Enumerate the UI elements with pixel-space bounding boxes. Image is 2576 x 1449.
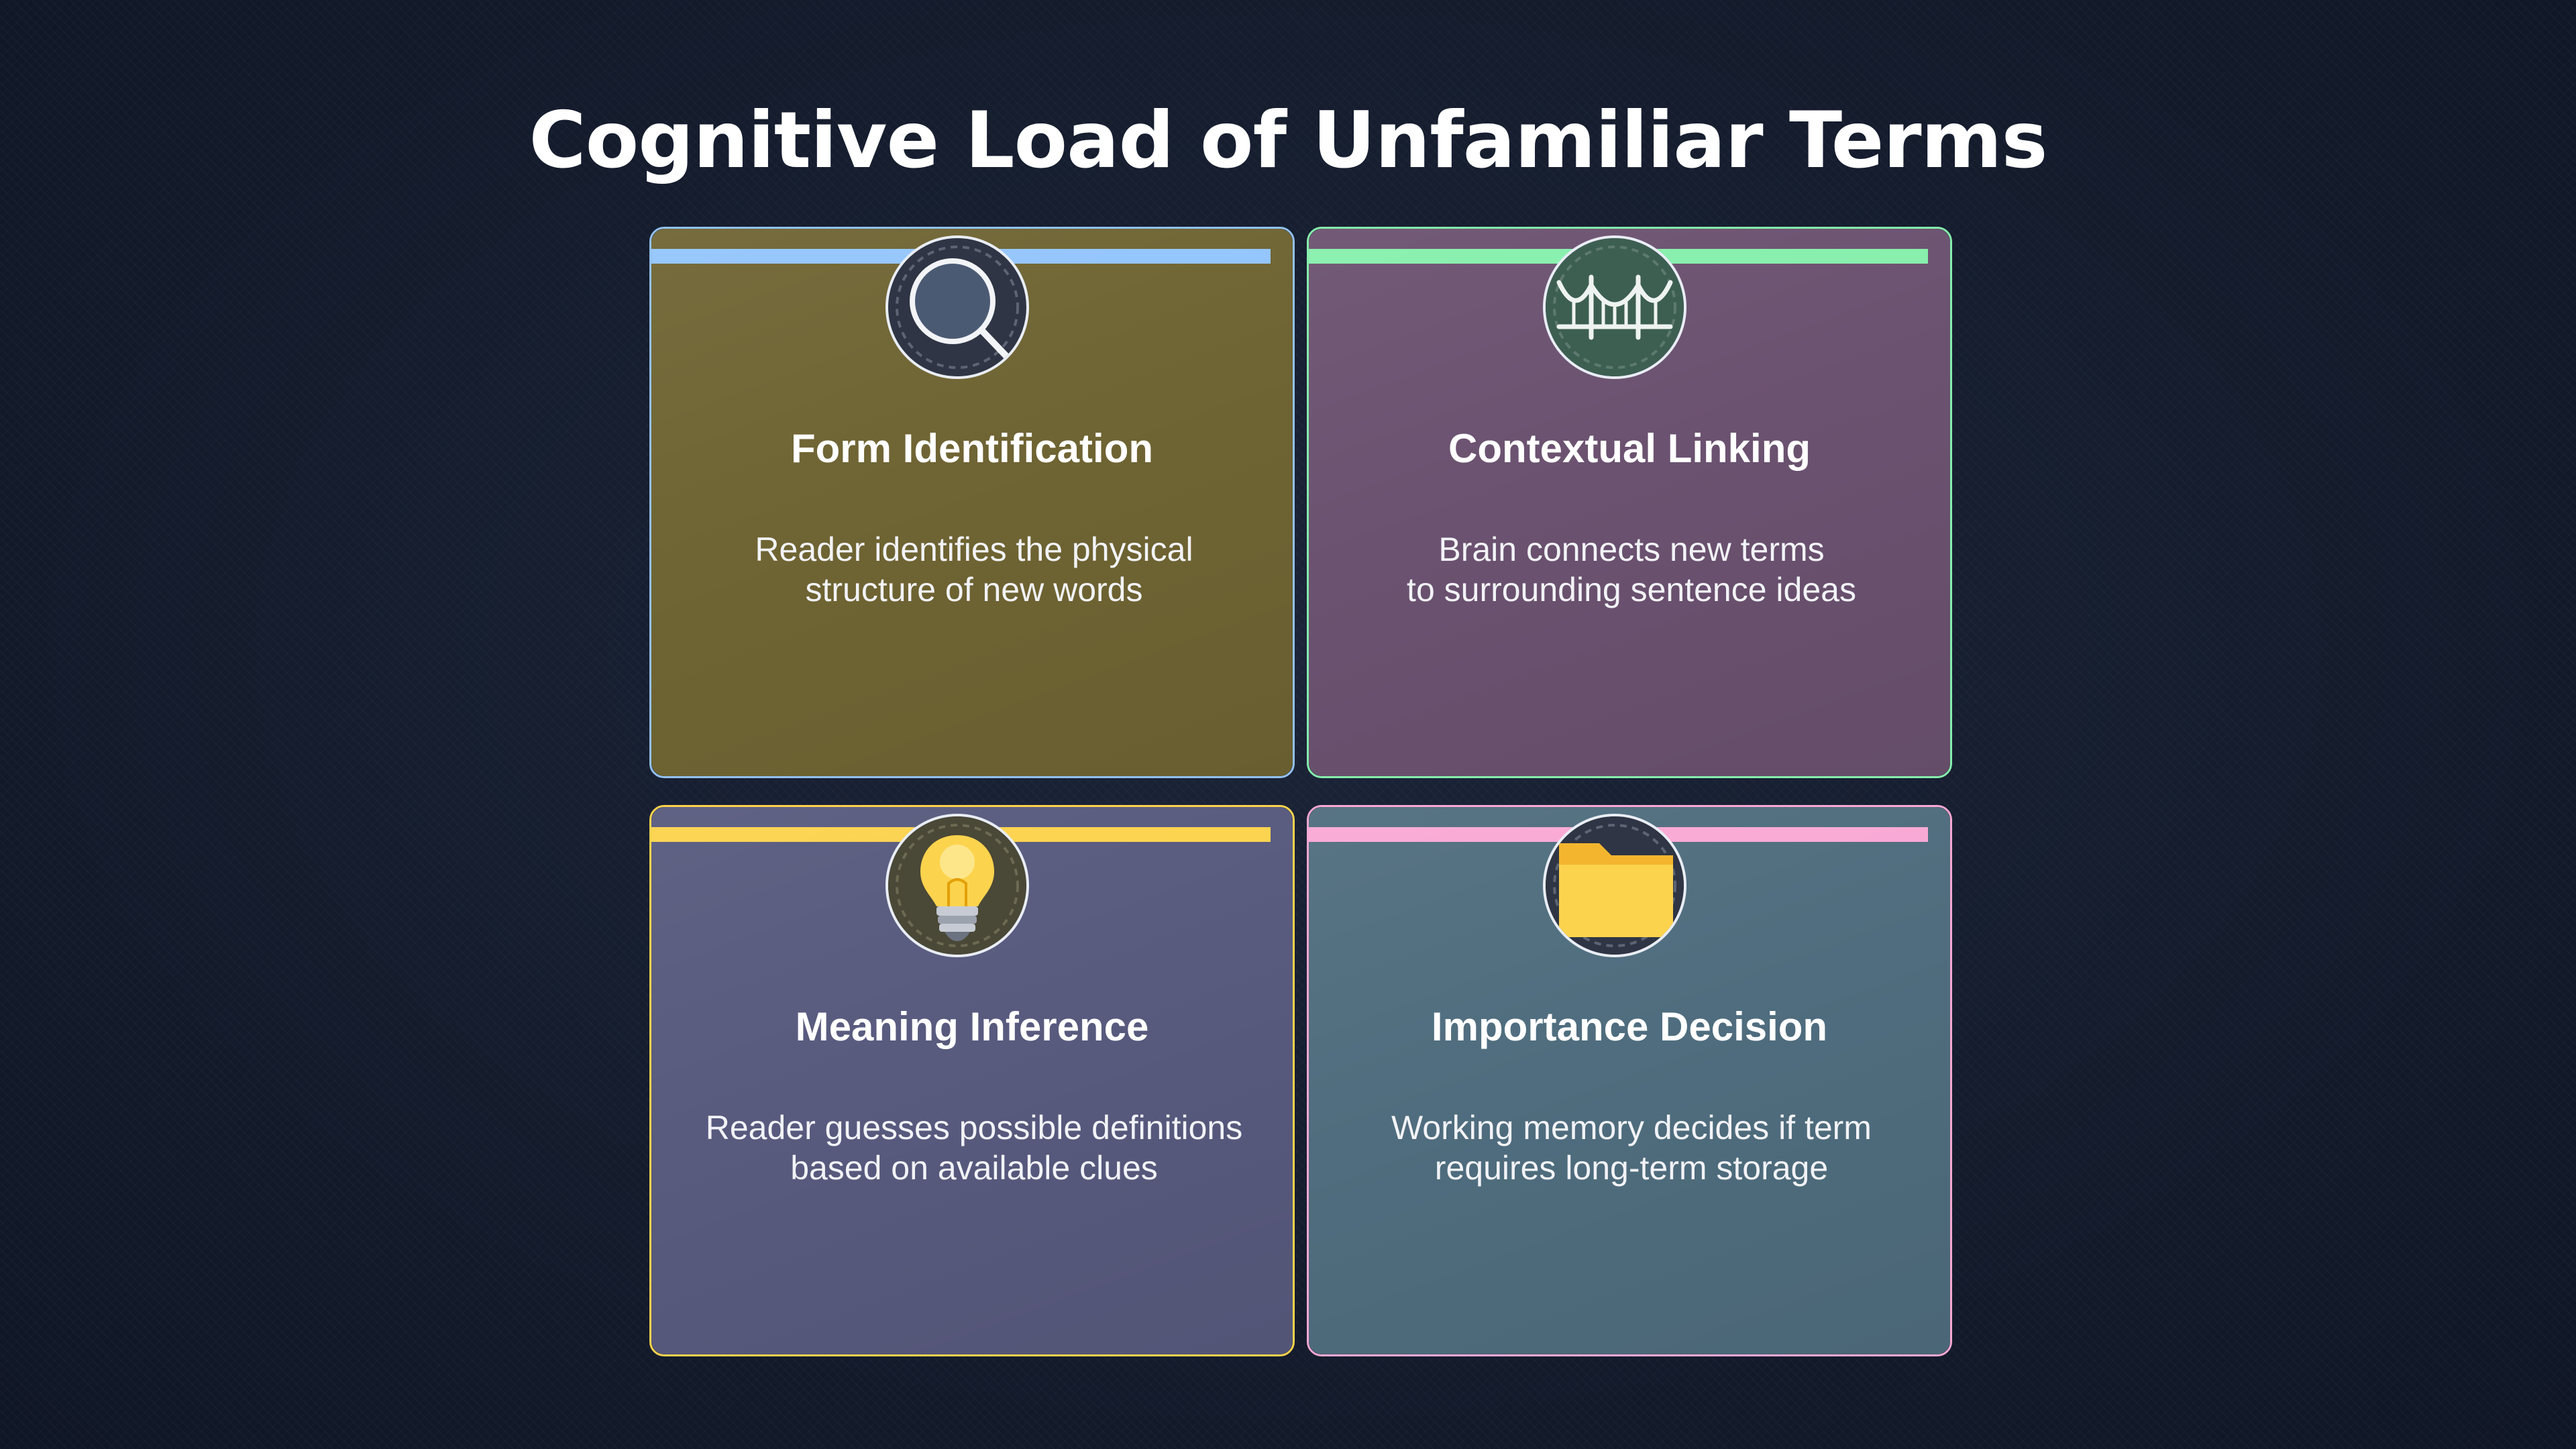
card-description-line: requires long-term storage [1434, 1149, 1829, 1187]
card-title: Importance Decision [1431, 1004, 1828, 1049]
card-description: Brain connects new terms to surrounding … [1336, 529, 1927, 610]
card-description-line: Brain connects new terms [1438, 531, 1825, 568]
icon-badge [1543, 235, 1686, 379]
card-description-line: to surrounding sentence ideas [1407, 571, 1856, 608]
card-description-line: Reader guesses possible definitions [705, 1109, 1243, 1146]
card-grid: Form Identification Reader identifies th… [649, 227, 1952, 1356]
card-title: Contextual Linking [1448, 426, 1811, 471]
card-contextual-linking: Contextual Linking Brain connects new te… [1307, 227, 1952, 778]
card-description-line: Reader identifies the physical [755, 531, 1193, 568]
card-description-line: Working memory decides if term [1391, 1109, 1872, 1146]
card-title: Meaning Inference [795, 1004, 1149, 1049]
folder-icon [1546, 816, 1684, 955]
light-bulb-icon [888, 816, 1026, 955]
bridge-icon [1546, 238, 1684, 376]
icon-badge [885, 235, 1029, 379]
card-description: Working memory decides if term requires … [1336, 1108, 1927, 1188]
card-form-identification: Form Identification Reader identifies th… [649, 227, 1295, 778]
card-description: Reader guesses possible definitions base… [678, 1108, 1270, 1188]
card-description-line: structure of new words [805, 571, 1143, 608]
magnifying-glass-icon [896, 246, 1019, 369]
icon-badge [885, 814, 1029, 957]
card-title: Form Identification [791, 426, 1153, 471]
card-description: Reader identifies the physical structure… [678, 529, 1270, 610]
icon-badge [1543, 814, 1686, 957]
card-meaning-inference: Meaning Inference Reader guesses possibl… [649, 805, 1295, 1356]
card-description-line: based on available clues [790, 1149, 1158, 1187]
page-title: Cognitive Load of Unfamiliar Terms [529, 95, 2047, 186]
card-importance-decision: Importance Decision Working memory decid… [1307, 805, 1952, 1356]
